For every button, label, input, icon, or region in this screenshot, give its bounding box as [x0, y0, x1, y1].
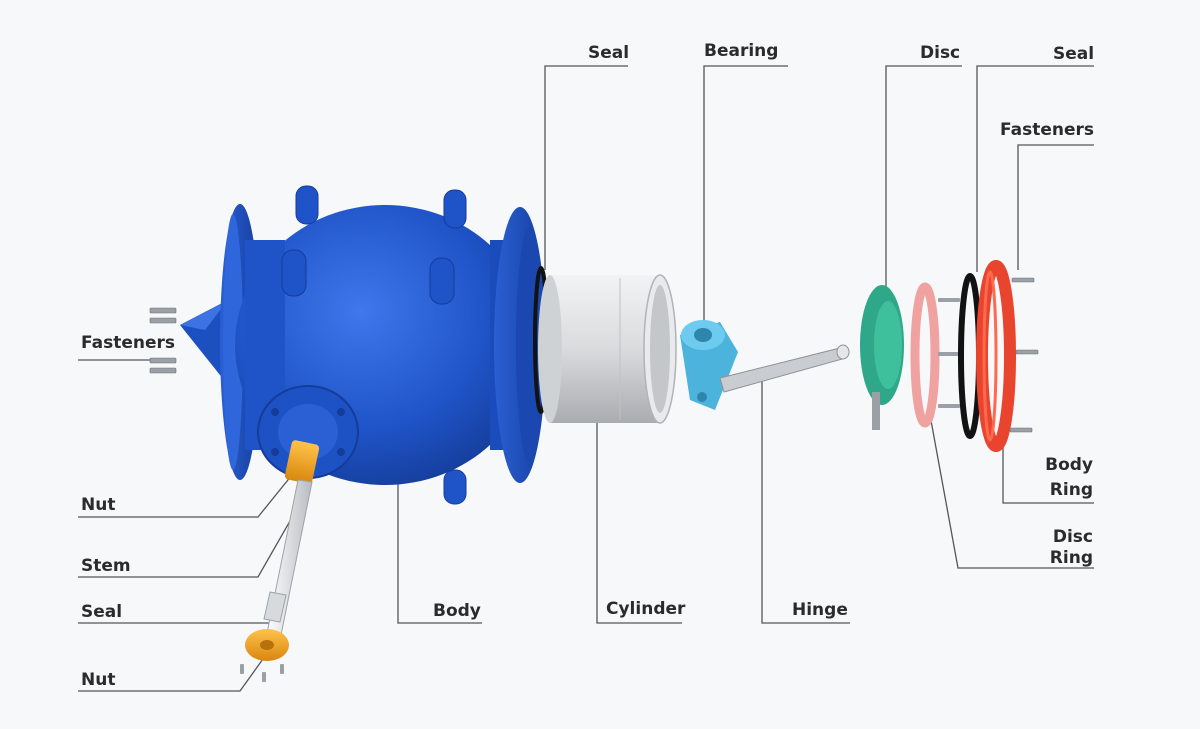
left-cone: [180, 300, 228, 385]
label-fasteners-left: Fasteners: [81, 333, 175, 353]
label-stem: Stem: [81, 556, 131, 576]
label-body: Body: [433, 601, 481, 621]
leader-hinge: [761, 380, 850, 624]
stem-assembly: [240, 440, 320, 682]
label-disc-ring-line2: Ring: [1049, 548, 1093, 568]
label-seal-left: Seal: [81, 602, 123, 622]
label-disc: Disc: [920, 43, 961, 63]
fasteners-right-group: [1009, 277, 1039, 433]
label-nut-bottom: Nut: [81, 670, 116, 690]
label-nut-top: Nut: [81, 495, 116, 515]
leader-disc: [885, 65, 962, 290]
leader-seal-right: [976, 65, 1094, 272]
leader-seal-mid: [544, 65, 628, 270]
label-bearing: Bearing: [704, 41, 779, 61]
hinge: [719, 344, 850, 393]
leader-nut-bottom: [78, 651, 269, 692]
cylinder: [538, 274, 677, 424]
label-cylinder: Cylinder: [606, 599, 686, 619]
label-body-ring-line1: Body: [1045, 455, 1093, 475]
label-seal-right: Seal: [1053, 44, 1095, 64]
leader-cylinder: [596, 405, 682, 624]
label-seal-mid: Seal: [588, 43, 630, 63]
leader-nut-top: [78, 469, 297, 518]
bearing: [680, 320, 738, 410]
disc-ring: [910, 282, 960, 428]
leader-stem: [78, 499, 303, 578]
disc: [860, 285, 904, 430]
leader-disc-ring: [929, 414, 1094, 569]
body-ring: [976, 260, 1016, 452]
valve-body: [220, 185, 546, 505]
leader-body-ring: [1002, 440, 1094, 504]
fasteners-left-group: [149, 307, 177, 374]
label-body-ring-line2: Ring: [1049, 480, 1093, 500]
leader-bearing: [703, 65, 788, 330]
label-hinge: Hinge: [792, 600, 848, 620]
label-disc-ring-line1: Disc: [1052, 527, 1093, 547]
leader-fasteners-right: [1017, 144, 1094, 270]
label-fasteners-right: Fasteners: [1000, 120, 1094, 140]
